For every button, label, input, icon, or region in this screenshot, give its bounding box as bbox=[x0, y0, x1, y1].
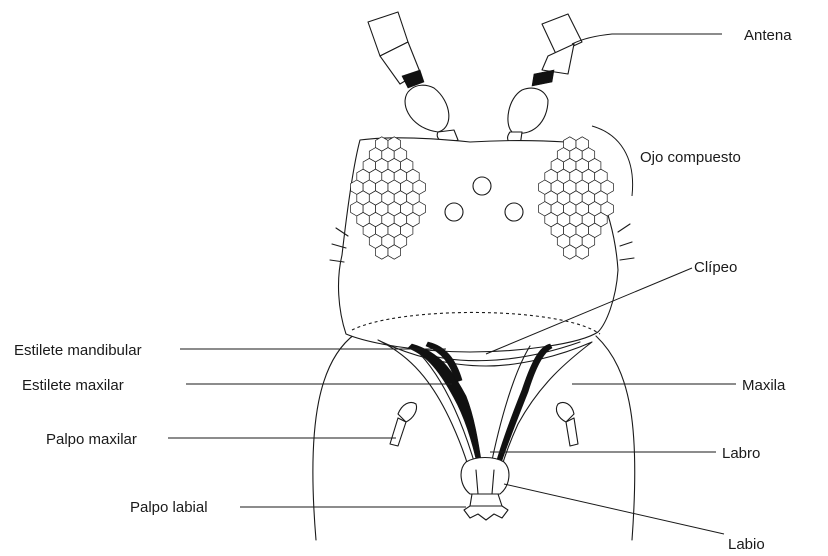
label-labio: Labio bbox=[728, 536, 765, 553]
eye-facet bbox=[376, 245, 389, 259]
label-estilete-maxilar: Estilete maxilar bbox=[22, 377, 124, 394]
label-palpo-labial: Palpo labial bbox=[130, 499, 208, 516]
left-body-outline bbox=[313, 334, 355, 540]
leader-antena bbox=[572, 34, 722, 44]
eye-facet bbox=[576, 245, 589, 259]
eye-facet bbox=[388, 245, 401, 259]
label-palpo-maxilar: Palpo maxilar bbox=[46, 431, 137, 448]
right-maxillary-palp bbox=[556, 402, 578, 446]
left-antenna bbox=[368, 12, 458, 149]
label-estilete-mandibular: Estilete mandibular bbox=[14, 342, 142, 359]
labium bbox=[464, 494, 508, 520]
right-antenna bbox=[508, 14, 582, 151]
leader-labio bbox=[504, 484, 724, 534]
label-labro: Labro bbox=[722, 445, 760, 462]
eye-facet bbox=[564, 245, 577, 259]
label-maxila: Maxila bbox=[742, 377, 786, 394]
label-ojo-compuesto: Ojo compuesto bbox=[640, 149, 741, 166]
label-clipeo: Clípeo bbox=[694, 259, 737, 276]
left-maxillary-palp bbox=[390, 402, 417, 446]
label-antena: Antena bbox=[744, 27, 792, 44]
labrum bbox=[461, 458, 509, 495]
